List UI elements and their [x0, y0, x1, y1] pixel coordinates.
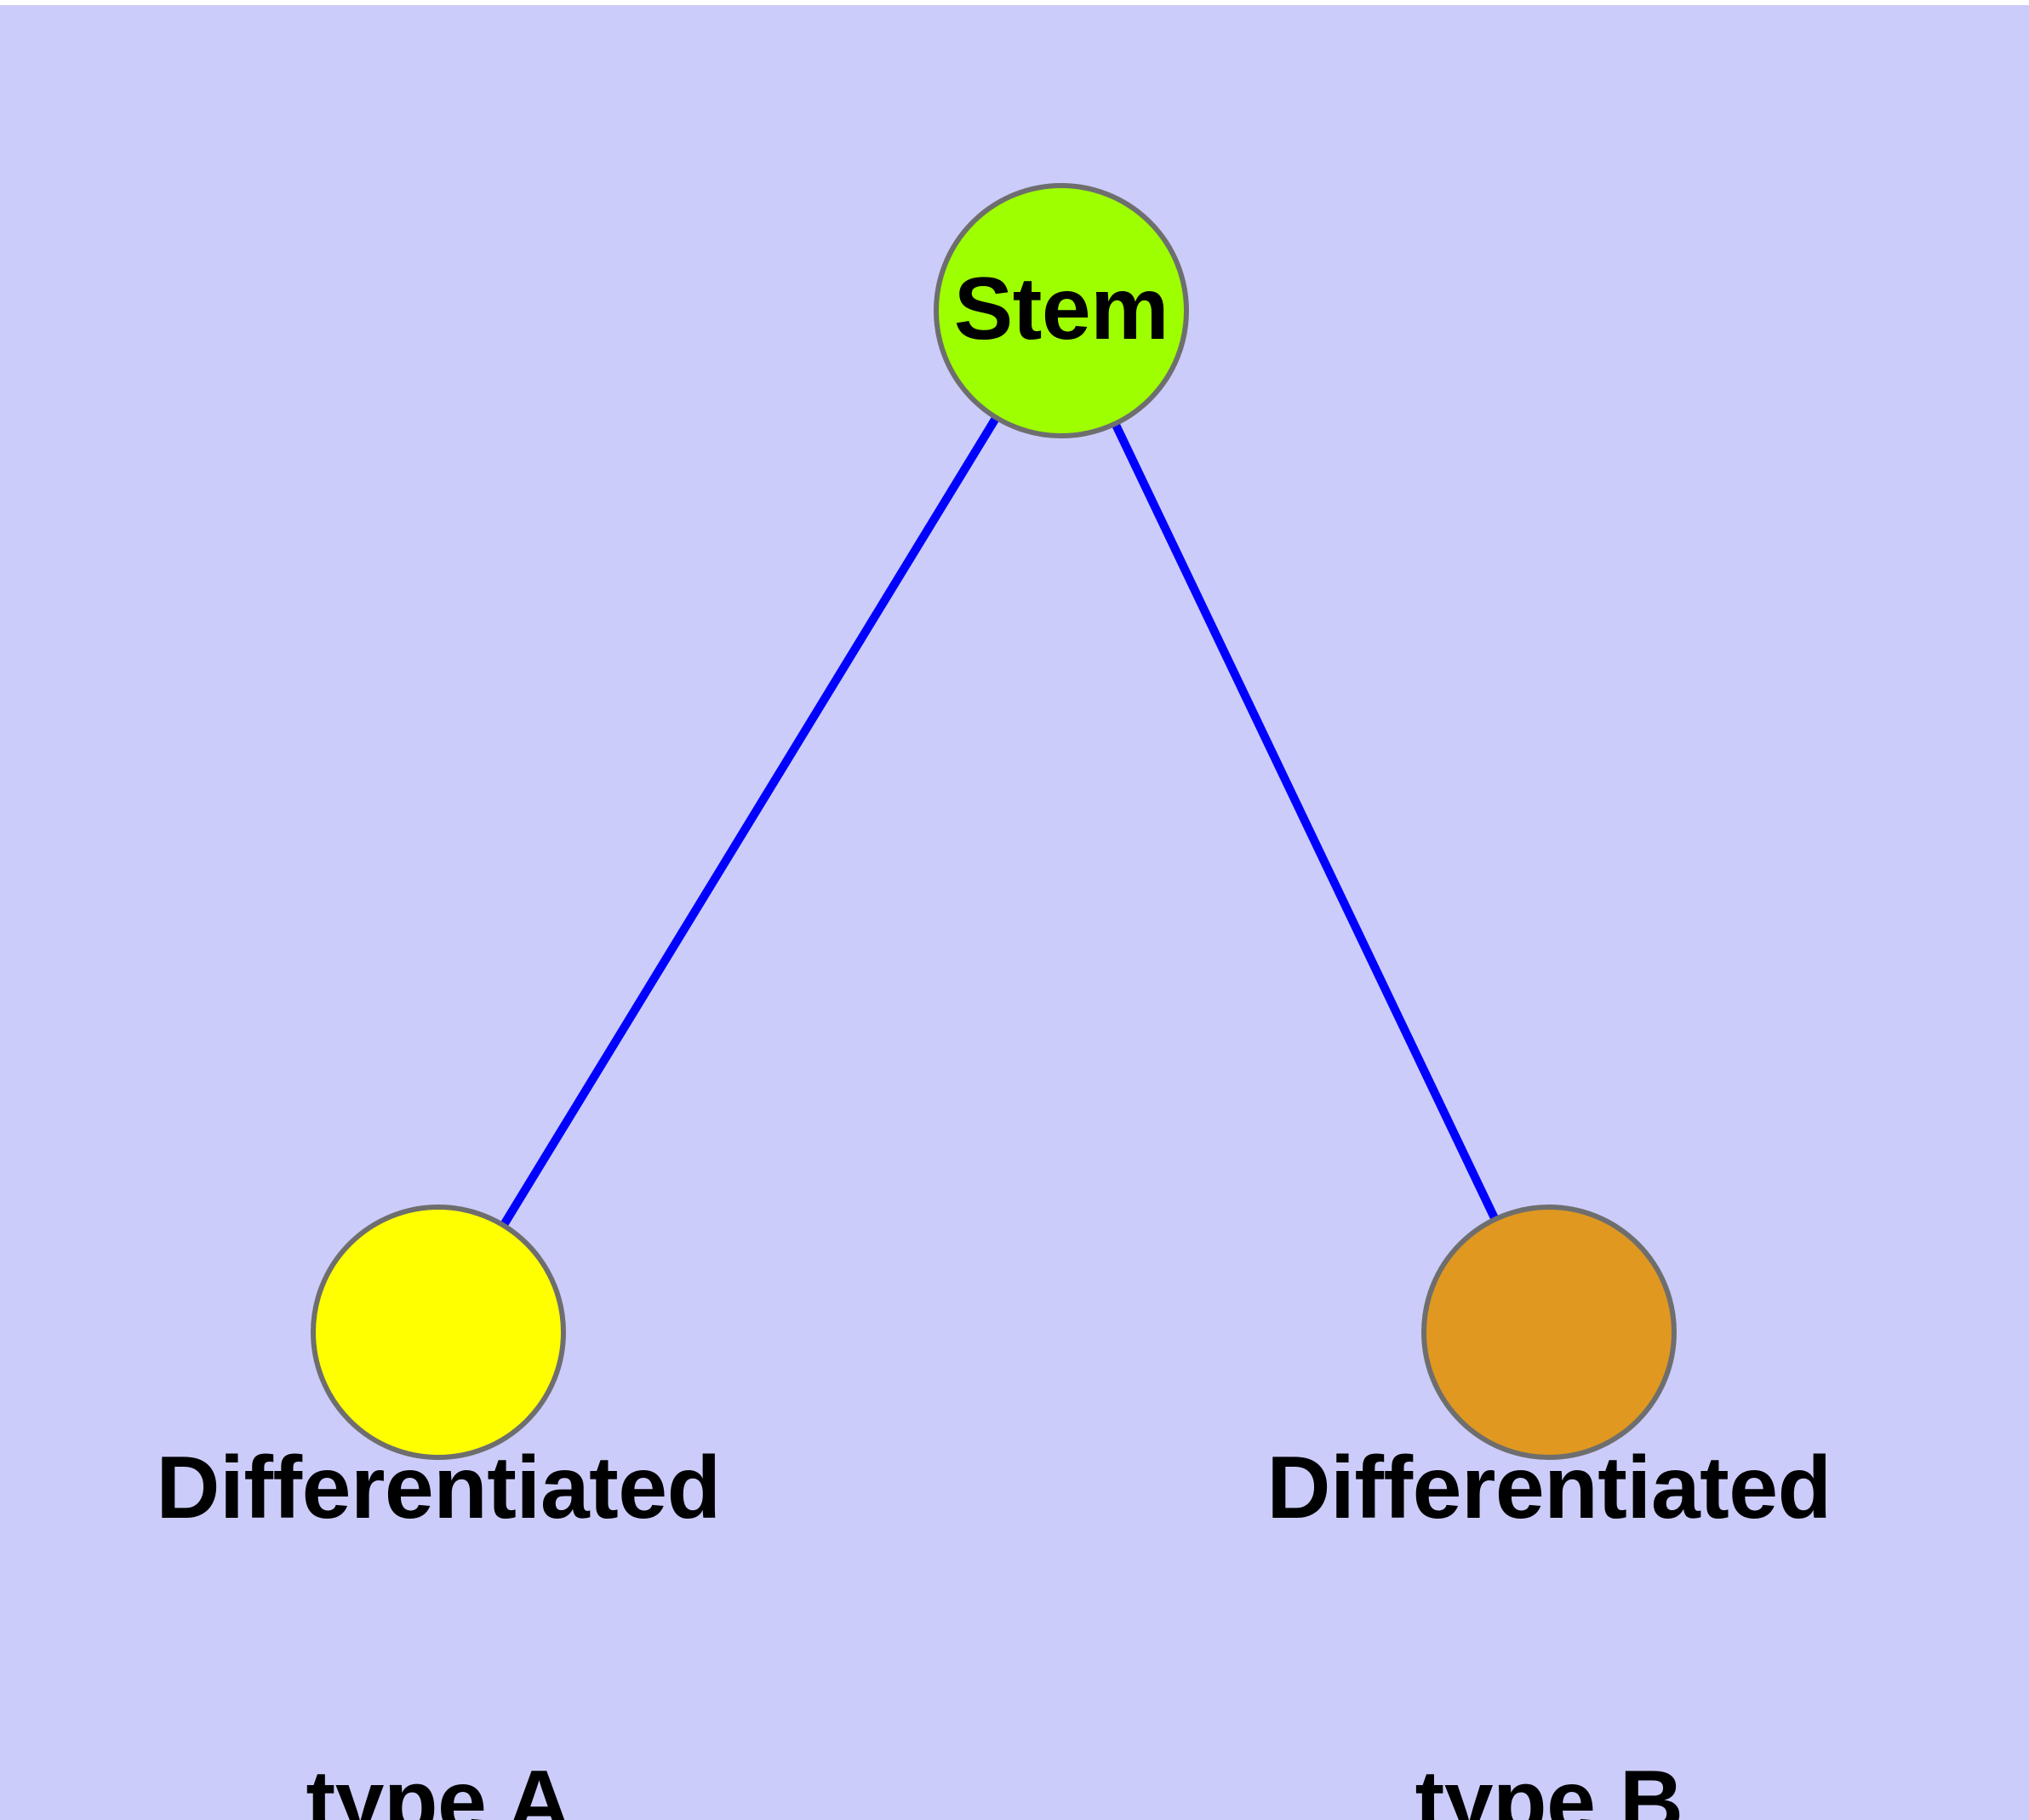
edge-stem-to-differentiated-type-b[interactable]: [1057, 308, 1553, 1335]
node-differentiated-type-b[interactable]: [1421, 1205, 1677, 1460]
edge-stem-to-differentiated-type-a[interactable]: [434, 308, 1066, 1335]
node-stem[interactable]: [934, 183, 1189, 438]
node-differentiated-type-a[interactable]: [311, 1205, 566, 1460]
